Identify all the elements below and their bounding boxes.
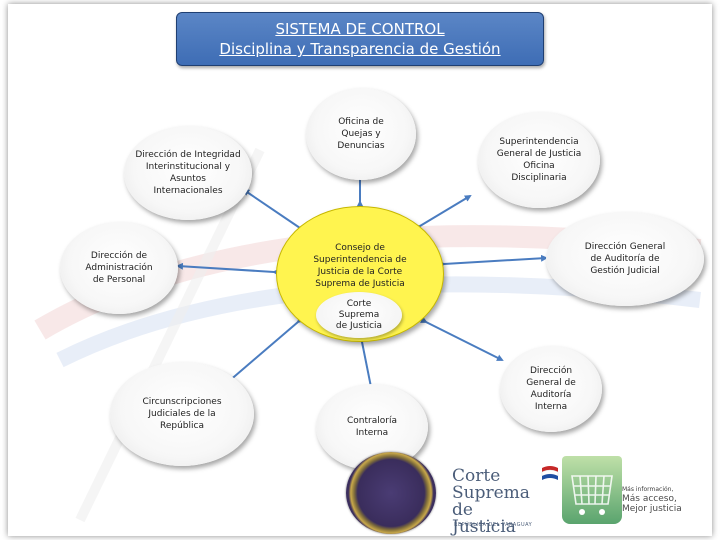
- node-circunscripciones-line: Circunscripciones: [142, 397, 222, 407]
- tagline-line: Más acceso,: [622, 494, 677, 504]
- node-auditoria-interna-line: General de: [526, 378, 576, 388]
- node-auditoria-judicial-line: Gestión Judicial: [590, 266, 660, 276]
- node-superintendencia: Superintendencia General de Justicia Ofi…: [478, 112, 600, 208]
- node-quejas-line: Denuncias: [337, 141, 385, 151]
- node-auditoria-interna-line: Dirección: [529, 366, 573, 376]
- center-sub-line: Suprema: [338, 309, 380, 320]
- center-label: Consejo de Superintendencia de Justicia …: [306, 242, 414, 290]
- cart-logo-icon: [562, 456, 622, 524]
- node-administracion-line: Dirección de: [90, 251, 148, 261]
- node-administracion-line: de Personal: [92, 275, 146, 285]
- tagline: Más información, Más acceso, Mejor justi…: [622, 486, 694, 514]
- node-quejas: Oficina de Quejas y Denuncias: [306, 88, 416, 180]
- node-circunscripciones-line: Judiciales de la: [148, 409, 216, 419]
- arrow-circunscripciones: [226, 316, 305, 384]
- node-auditoria-judicial: Dirección General de Auditoría de Gestió…: [546, 212, 704, 306]
- node-auditoria-interna-line: Auditoría: [530, 390, 572, 400]
- arrow-auditoria-interna: [419, 316, 504, 361]
- node-auditoria-judicial-line: de Auditoría de: [590, 254, 660, 264]
- center-label-line: Suprema de Justicia: [315, 279, 405, 289]
- node-integridad: Dirección de Integridad Interinstitucion…: [124, 126, 252, 220]
- node-superintendencia-line: General de Justicia: [496, 149, 582, 159]
- arrow-auditoria-judicial: [438, 254, 548, 268]
- node-auditoria-judicial-line: Dirección General: [584, 242, 666, 252]
- node-integridad-line: Dirección de Integridad: [135, 150, 241, 160]
- node-administracion: Dirección de Administración de Personal: [60, 222, 178, 314]
- arrow-administracion: [176, 262, 280, 276]
- node-auditoria-interna: Dirección General de Auditoría Interna: [500, 346, 602, 432]
- node-circunscripciones-line: República: [160, 421, 204, 431]
- center-label-line: Justicia de la Corte: [317, 267, 403, 277]
- center-sub-node: Corte Suprema de Justicia: [316, 292, 402, 338]
- center-label-line: Consejo de: [335, 243, 385, 253]
- node-integridad-line: Internacionales: [153, 186, 223, 196]
- node-quejas-line: Quejas y: [341, 129, 381, 139]
- center-sub-line: de Justicia: [335, 320, 383, 331]
- arrow-integridad: [242, 188, 307, 234]
- tagline-line: Más información,: [622, 486, 674, 493]
- node-integridad-line: Asuntos: [170, 174, 206, 184]
- node-contraloria-line: Interna: [355, 428, 389, 438]
- title-banner: SISTEMA DE CONTROL Disciplina y Transpar…: [176, 12, 544, 66]
- csj-subtitle: REPÚBLICA DEL PARAGUAY: [454, 522, 533, 528]
- csj-logo-line: Corte: [452, 466, 501, 486]
- oea-seal-logo: [346, 452, 436, 534]
- node-integridad-line: Interinstitucional y: [145, 162, 231, 172]
- node-administracion-line: Administración: [85, 263, 153, 273]
- csj-logo-line: Suprema: [452, 483, 530, 503]
- node-quejas-line: Oficina de: [338, 117, 384, 127]
- node-auditoria-interna-line: Interna: [534, 402, 568, 412]
- arrow-superintendencia: [413, 194, 472, 232]
- title-line-1: SISTEMA DE CONTROL: [275, 20, 445, 38]
- title-line-2: Disciplina y Transparencia de Gestión: [219, 40, 501, 58]
- node-superintendencia-line: Oficina: [523, 161, 555, 171]
- csj-logo-line: de Justicia: [452, 500, 516, 537]
- node-superintendencia-line: Disciplinaria: [511, 173, 567, 183]
- node-circunscripciones: Circunscripciones Judiciales de la Repúb…: [110, 362, 254, 466]
- csj-logo: Corte Suprema de Justicia: [452, 468, 542, 536]
- center-label-line: Superintendencia de: [313, 255, 407, 265]
- arrow-contraloria: [357, 336, 375, 394]
- tagline-line: Mejor justicia: [622, 504, 682, 514]
- node-superintendencia-line: Superintendencia: [499, 137, 579, 147]
- node-contraloria-line: Contraloría: [347, 416, 397, 426]
- flag-icon: [541, 466, 559, 480]
- center-sub-line: Corte: [346, 298, 372, 309]
